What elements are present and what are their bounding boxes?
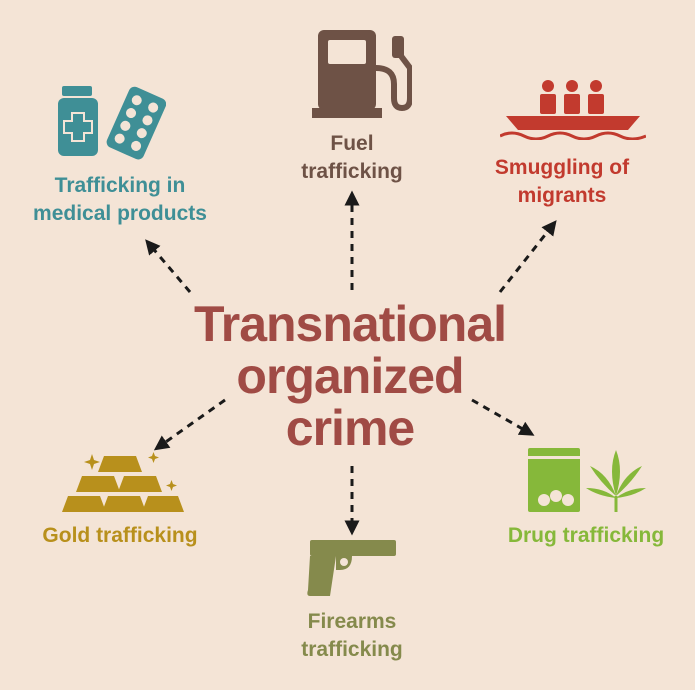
node-fuel-trafficking: Fuel trafficking — [252, 130, 452, 186]
arrow-to-gold — [153, 398, 226, 451]
node-fuel-line-1: Fuel — [330, 132, 374, 155]
arrow-to-medical — [145, 239, 192, 293]
center-title-line-2: organized — [236, 348, 464, 404]
center-title-line-3: crime — [285, 400, 415, 456]
node-medical-products: Trafficking in medical products — [20, 172, 220, 228]
node-migrants-line-2: migrants — [517, 184, 607, 207]
center-title: Transnational organized crime — [150, 298, 550, 454]
handgun-icon — [307, 540, 396, 596]
node-medical-line-2: medical products — [33, 202, 207, 225]
node-fuel-line-2: trafficking — [301, 160, 403, 183]
boat-with-people-icon — [500, 80, 646, 140]
node-drug-trafficking: Drug trafficking — [486, 522, 686, 550]
node-firearms-line-1: Firearms — [307, 610, 397, 633]
medicine-bottle-and-pills-icon — [58, 86, 166, 160]
node-gold-trafficking: Gold trafficking — [20, 522, 220, 550]
node-gold-line-1: Gold trafficking — [42, 524, 198, 547]
node-medical-line-1: Trafficking in — [54, 174, 186, 197]
gold-bars-icon — [62, 452, 184, 512]
node-migrants-line-1: Smuggling of — [494, 156, 630, 179]
node-firearms-trafficking: Firearms trafficking — [252, 608, 452, 664]
node-firearms-line-2: trafficking — [301, 638, 403, 661]
fuel-pump-icon — [312, 30, 412, 118]
node-drug-line-1: Drug trafficking — [507, 524, 665, 547]
node-smuggling-of-migrants: Smuggling of migrants — [462, 154, 662, 210]
arrow-to-migrants — [498, 220, 557, 293]
center-title-line-1: Transnational — [193, 296, 507, 352]
arrow-to-drug — [471, 398, 535, 436]
drug-bag-and-leaf-icon — [528, 448, 646, 512]
